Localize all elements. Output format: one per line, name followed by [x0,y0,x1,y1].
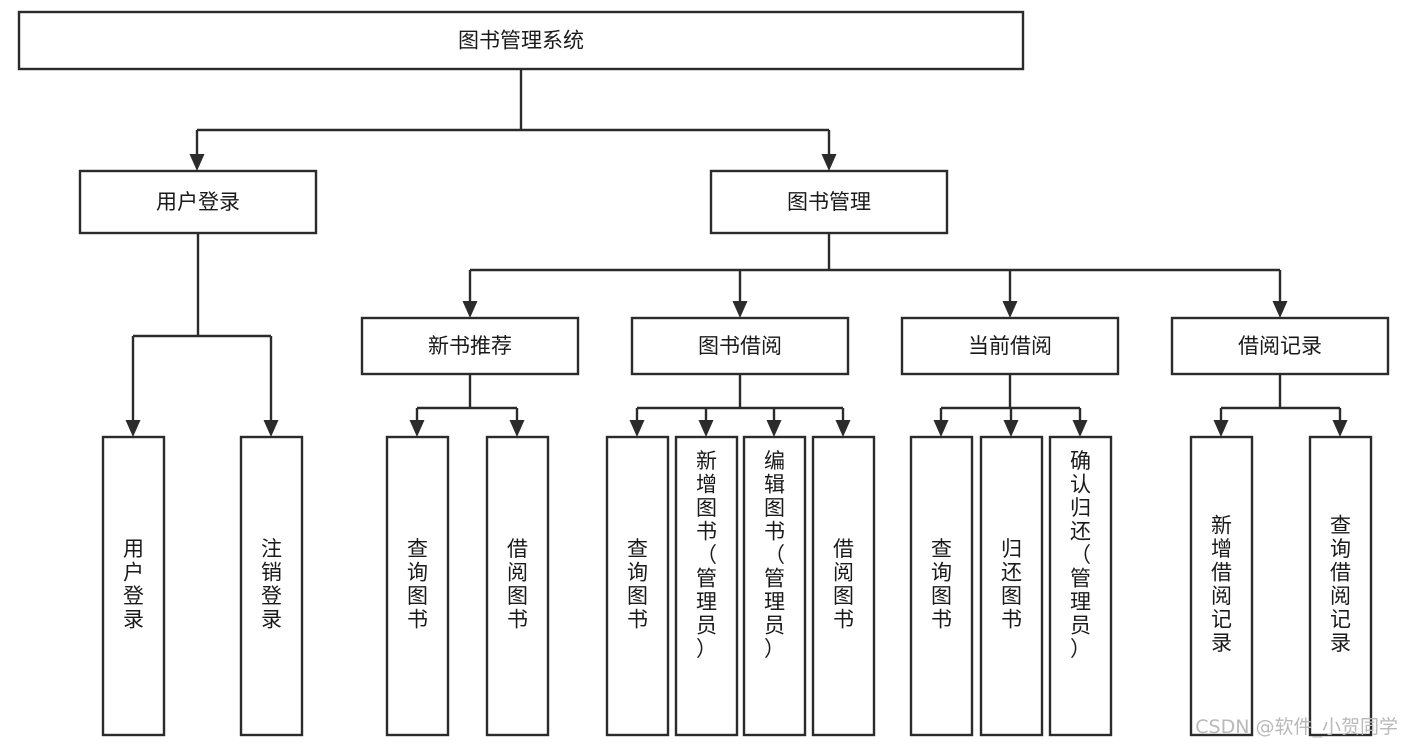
node-label-book-borrow: 图书借阅 [698,334,782,358]
node-book-manage[interactable]: 图书管理 [709,169,949,235]
node-leaf-add-book[interactable]: 新增图书（管理员） [674,435,739,737]
connector-current-borrow-bus [933,374,1088,437]
node-leaf-return-book[interactable]: 归还图书 [979,435,1044,737]
node-label-leaf-query-book-current: 查询图书 [931,537,952,632]
arrow-head-icon [125,420,141,437]
node-box-book-borrow[interactable] [630,316,850,376]
node-label-leaf-borrow-book: 借阅图书 [833,537,854,632]
node-box-borrow-record[interactable] [1170,316,1390,376]
node-label-leaf-add-record: 新增借阅记录 [1211,514,1232,656]
node-label-root: 图书管理系统 [458,29,584,53]
arrow-head-icon [1213,420,1229,437]
node-box-leaf-query-book-borrow[interactable] [605,435,670,737]
arrow-head-icon [732,301,748,318]
node-new-book-rec[interactable]: 新书推荐 [360,316,580,376]
node-box-leaf-add-book[interactable] [674,435,739,737]
node-label-leaf-query-book-rec: 查询图书 [407,537,428,632]
arrow-head-icon [189,154,205,171]
arrow-head-icon [1003,420,1019,437]
node-box-new-book-rec[interactable] [360,316,580,376]
node-label-book-manage: 图书管理 [787,190,871,214]
connector-user-login-bus [125,233,279,437]
connectors-layer [125,69,1348,437]
arrow-head-icon [933,420,949,437]
node-leaf-edit-book[interactable]: 编辑图书（管理员） [742,435,807,737]
node-label-current-borrow: 当前借阅 [968,334,1052,358]
connector-root-bus [189,69,837,171]
node-label-leaf-confirm-return: 确认归还（管理员） [1070,449,1091,661]
node-label-leaf-edit-book: 编辑图书（管理员） [764,449,785,661]
node-label-leaf-query-book-borrow: 查询图书 [627,537,648,632]
node-leaf-query-book-borrow[interactable]: 查询图书 [605,435,670,737]
node-borrow-record[interactable]: 借阅记录 [1170,316,1390,376]
node-box-leaf-confirm-return[interactable] [1048,435,1113,737]
node-box-leaf-return-book[interactable] [979,435,1044,737]
node-box-leaf-query-book-current[interactable] [909,435,974,737]
arrow-head-icon [698,420,714,437]
node-label-new-book-rec: 新书推荐 [428,334,512,358]
node-label-leaf-return-book: 归还图书 [1001,537,1022,632]
node-label-leaf-user-login: 用户登录 [123,537,144,632]
connector-book-borrow-bus [629,374,851,437]
node-box-root[interactable] [17,10,1025,71]
arrow-head-icon [462,301,478,318]
arrow-head-icon [629,420,645,437]
csdn-watermark: CSDN @软件_小贺同学 [1195,716,1398,738]
node-box-leaf-add-record[interactable] [1189,435,1254,737]
node-root[interactable]: 图书管理系统 [17,10,1025,71]
arrow-head-icon [1272,301,1288,318]
arrow-head-icon [821,154,837,171]
node-box-leaf-query-record[interactable] [1308,435,1373,737]
node-label-user-login: 用户登录 [156,190,240,214]
node-leaf-borrow-book[interactable]: 借阅图书 [811,435,876,737]
node-box-leaf-edit-book[interactable] [742,435,807,737]
node-leaf-add-record[interactable]: 新增借阅记录 [1189,435,1254,737]
connector-borrow-record-bus [1213,374,1348,437]
node-label-leaf-logout: 注销登录 [261,537,282,632]
node-box-user-login[interactable] [78,169,318,235]
node-user-login[interactable]: 用户登录 [78,169,318,235]
arrow-head-icon [263,420,279,437]
arrow-head-icon [835,420,851,437]
node-leaf-query-record[interactable]: 查询借阅记录 [1308,435,1373,737]
node-leaf-logout[interactable]: 注销登录 [239,435,304,737]
node-label-leaf-add-book: 新增图书（管理员） [696,449,717,661]
arrow-head-icon [766,420,782,437]
node-leaf-user-login[interactable]: 用户登录 [101,435,166,737]
node-label-borrow-record: 借阅记录 [1238,334,1322,358]
node-current-borrow[interactable]: 当前借阅 [900,316,1120,376]
arrow-head-icon [1332,420,1348,437]
node-leaf-query-book-current[interactable]: 查询图书 [909,435,974,737]
node-box-leaf-borrow-book-rec[interactable] [485,435,550,737]
node-leaf-confirm-return[interactable]: 确认归还（管理员） [1048,435,1113,737]
connector-book-manage-bus [462,233,1288,318]
node-label-leaf-borrow-book-rec: 借阅图书 [507,537,528,632]
connector-new-book-rec-bus [409,374,525,437]
node-leaf-query-book-rec[interactable]: 查询图书 [385,435,450,737]
node-box-leaf-logout[interactable] [239,435,304,737]
node-box-leaf-borrow-book[interactable] [811,435,876,737]
node-label-leaf-query-record: 查询借阅记录 [1330,514,1351,656]
nodes-layer: 图书管理系统用户登录图书管理新书推荐图书借阅当前借阅借阅记录用户登录注销登录查询… [17,10,1390,737]
arrow-head-icon [409,420,425,437]
node-box-current-borrow[interactable] [900,316,1120,376]
node-leaf-borrow-book-rec[interactable]: 借阅图书 [485,435,550,737]
node-box-book-manage[interactable] [709,169,949,235]
node-book-borrow[interactable]: 图书借阅 [630,316,850,376]
arrow-head-icon [509,420,525,437]
arrow-head-icon [1002,301,1018,318]
node-box-leaf-user-login[interactable] [101,435,166,737]
node-box-leaf-query-book-rec[interactable] [385,435,450,737]
arrow-head-icon [1072,420,1088,437]
